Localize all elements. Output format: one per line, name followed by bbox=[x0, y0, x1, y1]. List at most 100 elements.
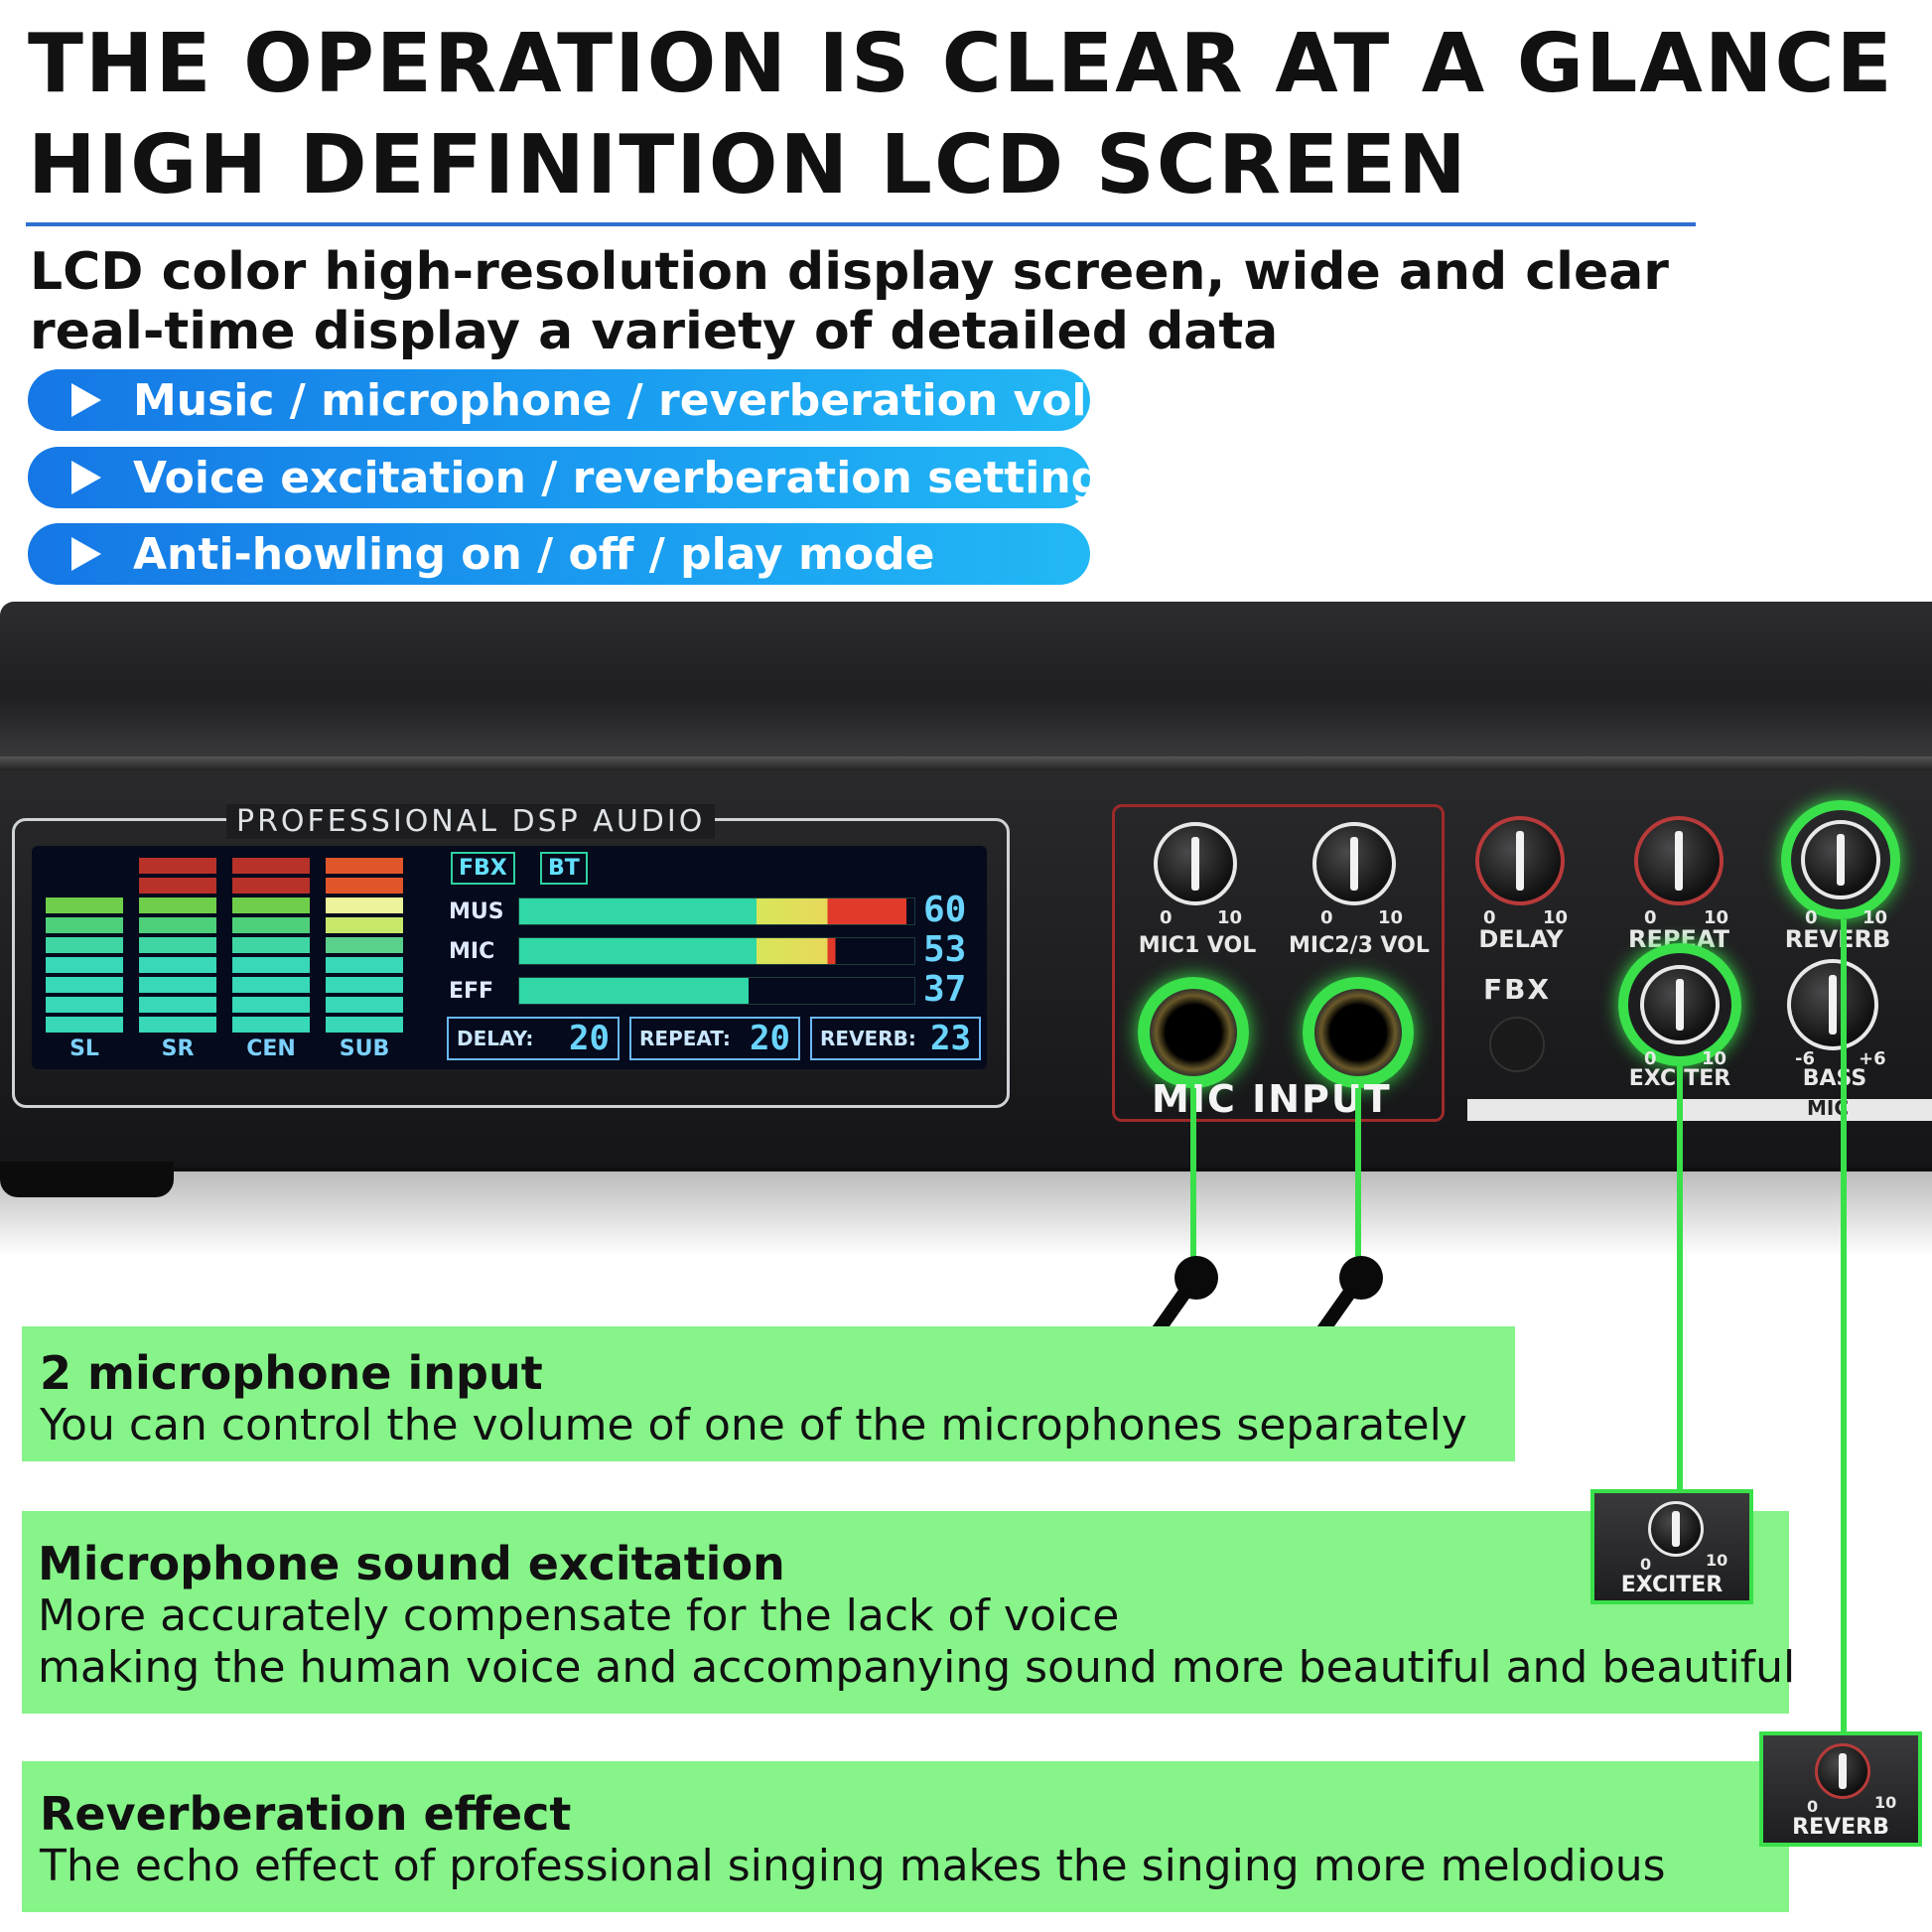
param-reverb: REVERB: 23 bbox=[810, 1017, 981, 1060]
card-microphone-input: 2 microphone input You can control the v… bbox=[22, 1326, 1515, 1461]
mic1-input-jack[interactable] bbox=[1138, 977, 1249, 1088]
description-line-1: LCD color high-resolution display screen… bbox=[30, 242, 1669, 302]
lcd-brand-title: PROFESSIONAL DSP AUDIO bbox=[226, 804, 716, 839]
fbx-button[interactable] bbox=[1489, 1017, 1545, 1072]
mic1-scale-max: 10 bbox=[1217, 907, 1243, 928]
vu-meter-sr: SR bbox=[139, 858, 216, 1061]
exciter-highlight-ring bbox=[1618, 943, 1741, 1066]
param-label: DELAY: bbox=[457, 1027, 534, 1050]
feature-label: Voice excitation / reverberation setting bbox=[133, 452, 1103, 503]
bass-scale-max: +6 bbox=[1859, 1048, 1886, 1069]
repeat-knob[interactable] bbox=[1634, 816, 1724, 905]
inset-scale-min: 0 bbox=[1807, 1797, 1819, 1816]
exciter-knob[interactable] bbox=[1640, 965, 1720, 1044]
headline-line-1: THE OPERATION IS CLEAR AT A GLANCE bbox=[28, 17, 1894, 111]
exciter-inset: 0 10 EXCITER bbox=[1590, 1489, 1753, 1604]
param-repeat: REPEAT: 20 bbox=[629, 1017, 800, 1060]
repeat-scale-max: 10 bbox=[1704, 907, 1729, 928]
bt-indicator: BT bbox=[540, 852, 588, 885]
channel-value-mic: 53 bbox=[923, 929, 967, 970]
reverb-inset-knob bbox=[1815, 1743, 1870, 1799]
play-arrow-icon bbox=[71, 461, 101, 494]
param-delay: DELAY: 20 bbox=[447, 1017, 620, 1060]
level-bar-mus bbox=[518, 897, 915, 925]
reverb-scale-min: 0 bbox=[1805, 907, 1818, 928]
feature-label: Anti-howling on / off / play mode bbox=[133, 528, 935, 580]
callout-line-exciter bbox=[1677, 1066, 1683, 1489]
vu-label: SUB bbox=[339, 1036, 390, 1061]
mic23-scale-max: 10 bbox=[1378, 907, 1404, 928]
device-foot bbox=[0, 1162, 174, 1197]
bass-scale-min: -6 bbox=[1795, 1048, 1815, 1069]
bass-knob[interactable] bbox=[1787, 959, 1878, 1050]
channel-label-eff: EFF bbox=[449, 979, 494, 1004]
vu-meter-sl: SL bbox=[46, 858, 123, 1061]
callout-line-reverb bbox=[1841, 919, 1847, 1735]
feature-pill-volume: Music / microphone / reverberation volum… bbox=[28, 369, 1193, 431]
delay-scale-min: 0 bbox=[1483, 907, 1496, 928]
delay-label: DELAY bbox=[1478, 925, 1564, 953]
channel-value-mus: 60 bbox=[923, 890, 967, 930]
level-bar-mic bbox=[518, 937, 915, 965]
card-title: 2 microphone input bbox=[40, 1346, 543, 1400]
mic-strip bbox=[1467, 1099, 1932, 1121]
vu-label: SL bbox=[69, 1036, 99, 1061]
device-shadow bbox=[0, 1168, 1932, 1257]
device-edge bbox=[0, 757, 1932, 770]
delay-knob[interactable] bbox=[1475, 816, 1565, 905]
play-arrow-icon bbox=[71, 537, 101, 571]
mic23-volume-knob[interactable] bbox=[1312, 822, 1396, 905]
lcd-screen: SL SR CEN SUB FBX BT MUS 60 MIC 5 bbox=[32, 846, 987, 1069]
mic2-input-jack[interactable] bbox=[1303, 977, 1414, 1088]
param-value: 23 bbox=[930, 1019, 971, 1058]
channel-label-mus: MUS bbox=[449, 899, 504, 924]
feature-pill-anti-howling: Anti-howling on / off / play mode bbox=[28, 523, 1090, 585]
play-arrow-icon bbox=[71, 383, 101, 417]
feature-label: Music / microphone / reverberation volum… bbox=[133, 374, 1193, 426]
level-bar-eff bbox=[518, 977, 915, 1005]
mic1-volume-label: MIC1 VOL bbox=[1138, 933, 1257, 958]
callout-line-mic2 bbox=[1355, 1088, 1361, 1263]
reverb-scale-max: 10 bbox=[1863, 907, 1888, 928]
delay-scale-max: 10 bbox=[1543, 907, 1569, 928]
inset-label: REVERB bbox=[1792, 1815, 1889, 1840]
vu-meter-cen: CEN bbox=[232, 858, 310, 1061]
card-title: Microphone sound excitation bbox=[38, 1537, 785, 1590]
card-sound-excitation: Microphone sound excitation More accurat… bbox=[22, 1511, 1795, 1714]
param-value: 20 bbox=[569, 1019, 610, 1058]
reverb-highlight-ring bbox=[1781, 800, 1900, 919]
inset-label: EXCITER bbox=[1620, 1573, 1724, 1597]
reverb-inset: 0 10 REVERB bbox=[1759, 1731, 1922, 1847]
mic1-volume-knob[interactable] bbox=[1154, 822, 1237, 905]
vu-meter-sub: SUB bbox=[326, 858, 403, 1061]
reverb-knob[interactable] bbox=[1801, 820, 1880, 899]
channel-value-eff: 37 bbox=[923, 969, 967, 1010]
feature-pill-excitation: Voice excitation / reverberation setting bbox=[28, 447, 1102, 508]
vu-label: CEN bbox=[246, 1036, 296, 1061]
headline-line-2: HIGH DEFINITION LCD SCREEN bbox=[28, 118, 1468, 212]
description-line-2: real-time display a variety of detailed … bbox=[30, 302, 1279, 361]
mic23-volume-label: MIC2/3 VOL bbox=[1289, 933, 1430, 958]
mic1-scale-min: 0 bbox=[1160, 907, 1173, 928]
exciter-scale-min: 0 bbox=[1644, 1048, 1657, 1069]
vu-label: SR bbox=[161, 1036, 195, 1061]
card-text: You can control the volume of one of the… bbox=[40, 1400, 1467, 1450]
exciter-scale-max: 10 bbox=[1702, 1048, 1727, 1069]
inset-scale-min: 0 bbox=[1640, 1555, 1652, 1574]
bass-label: BASS bbox=[1802, 1066, 1867, 1091]
fbx-label: FBX bbox=[1482, 973, 1552, 1006]
channel-label-mic: MIC bbox=[449, 939, 495, 964]
card-text: making the human voice and accompanying … bbox=[38, 1642, 1796, 1693]
title-divider bbox=[26, 222, 1696, 226]
fbx-indicator: FBX bbox=[451, 852, 515, 885]
exciter-inset-knob bbox=[1648, 1501, 1704, 1557]
param-value: 20 bbox=[750, 1019, 790, 1058]
card-text: More accurately compensate for the lack … bbox=[38, 1590, 1120, 1641]
mic-section-frame bbox=[1112, 804, 1445, 1122]
card-reverberation: Reverberation effect The echo effect of … bbox=[22, 1761, 1789, 1912]
vu-meter-group: SL SR CEN SUB bbox=[46, 858, 403, 1061]
device-top-cover bbox=[0, 602, 1932, 759]
mic23-scale-min: 0 bbox=[1320, 907, 1333, 928]
callout-line-mic1 bbox=[1190, 1088, 1196, 1263]
param-label: REVERB: bbox=[820, 1027, 916, 1050]
